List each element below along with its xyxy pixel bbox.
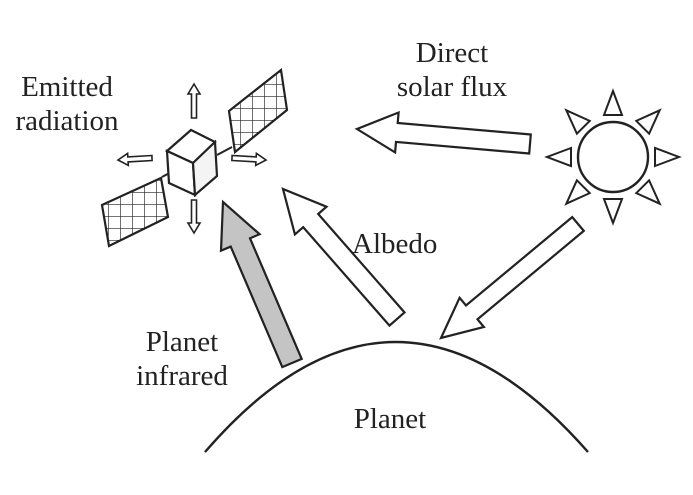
emitted-radiation-label: Emitted radiation: [0, 70, 134, 138]
solar-to-planet-arrow: [439, 215, 586, 340]
satellite-icon: [100, 67, 289, 248]
sun-ray: [564, 108, 592, 136]
planet-infrared-label: Planet infrared: [112, 325, 252, 393]
sun-icon: [544, 88, 682, 226]
sun-ray: [602, 198, 624, 226]
planet-infrared-label-line-2: infrared: [136, 360, 228, 392]
sun-ray: [564, 178, 592, 206]
emitted-radiation-arrow: [116, 151, 153, 167]
planet-infrared-arrow: [219, 199, 304, 369]
left-solar-panel: [100, 176, 170, 248]
sun-ray: [634, 178, 662, 206]
emitted-radiation-arrow: [186, 199, 202, 235]
direct-solar-flux-label-line-1: Direct: [415, 37, 489, 69]
albedo-arrow: [281, 187, 407, 328]
sun-ray: [602, 88, 624, 116]
sun-ray: [634, 108, 662, 136]
planet-infrared-label-line-1: Planet: [145, 326, 219, 358]
albedo-label: Albedo: [352, 228, 438, 260]
emitted-radiation-arrow: [186, 82, 202, 119]
sun-ray: [544, 146, 572, 168]
sun-ray: [654, 146, 682, 168]
direct-solar-flux-label-line-2: solar flux: [396, 71, 508, 103]
planet-surface: [204, 341, 589, 453]
emitted-radiation-arrow: [231, 151, 268, 167]
emitted-radiation-label-line-2: radiation: [15, 105, 119, 137]
direct-solar-flux-label: Direct solar flux: [372, 36, 532, 104]
direct-solar-flux-arrow: [354, 110, 532, 155]
right-solar-panel: [227, 67, 289, 155]
planet-label: Planet: [353, 403, 427, 435]
emitted-radiation-label-line-1: Emitted: [21, 71, 113, 103]
